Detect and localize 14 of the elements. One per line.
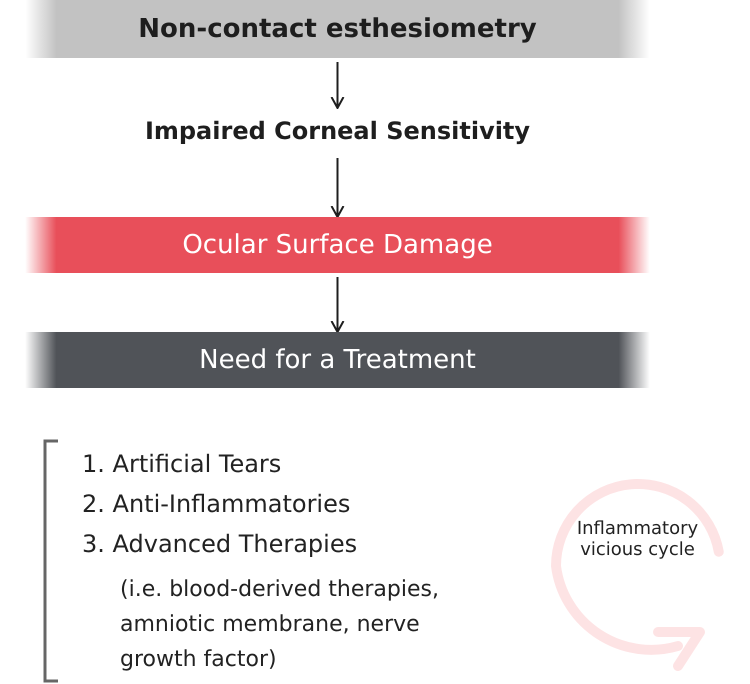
step-band	[25, 332, 650, 388]
band-label: Ocular Surface Damage	[182, 230, 493, 260]
list-item: 2. Anti-Inflammatories	[82, 490, 352, 518]
step-band	[25, 217, 650, 273]
cycle-label: Inflammatory vicious cycle	[576, 518, 700, 560]
arrow	[330, 158, 344, 218]
list-item: 1. Artificial Tears	[82, 450, 282, 478]
band-label: Need for a Treatment	[199, 345, 476, 375]
arrow	[330, 277, 344, 333]
list-item: 3. Advanced Therapies	[82, 530, 358, 558]
arrow	[330, 62, 344, 109]
list-item-note: (i.e. blood-derived therapies, amniotic membrane, nerve growth factor)	[120, 576, 440, 674]
band-label: Non-contact esthesiometry	[138, 14, 537, 44]
step-text: Impaired Corneal Sensitivity	[144, 117, 530, 145]
